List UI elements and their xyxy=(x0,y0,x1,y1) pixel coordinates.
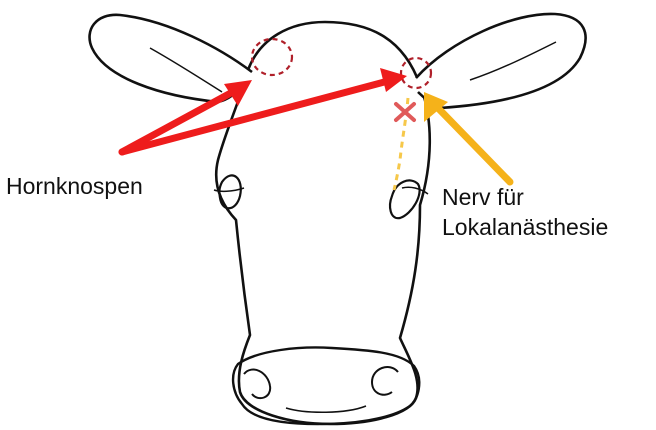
right-ear xyxy=(416,14,586,108)
nerve-label-line1: Nerv für xyxy=(442,183,608,213)
horn-buds-label: Hornknospen xyxy=(6,172,143,202)
nerve-label-line2: Lokalanästhesie xyxy=(442,213,608,243)
nerve-label: Nerv für Lokalanästhesie xyxy=(442,183,608,243)
